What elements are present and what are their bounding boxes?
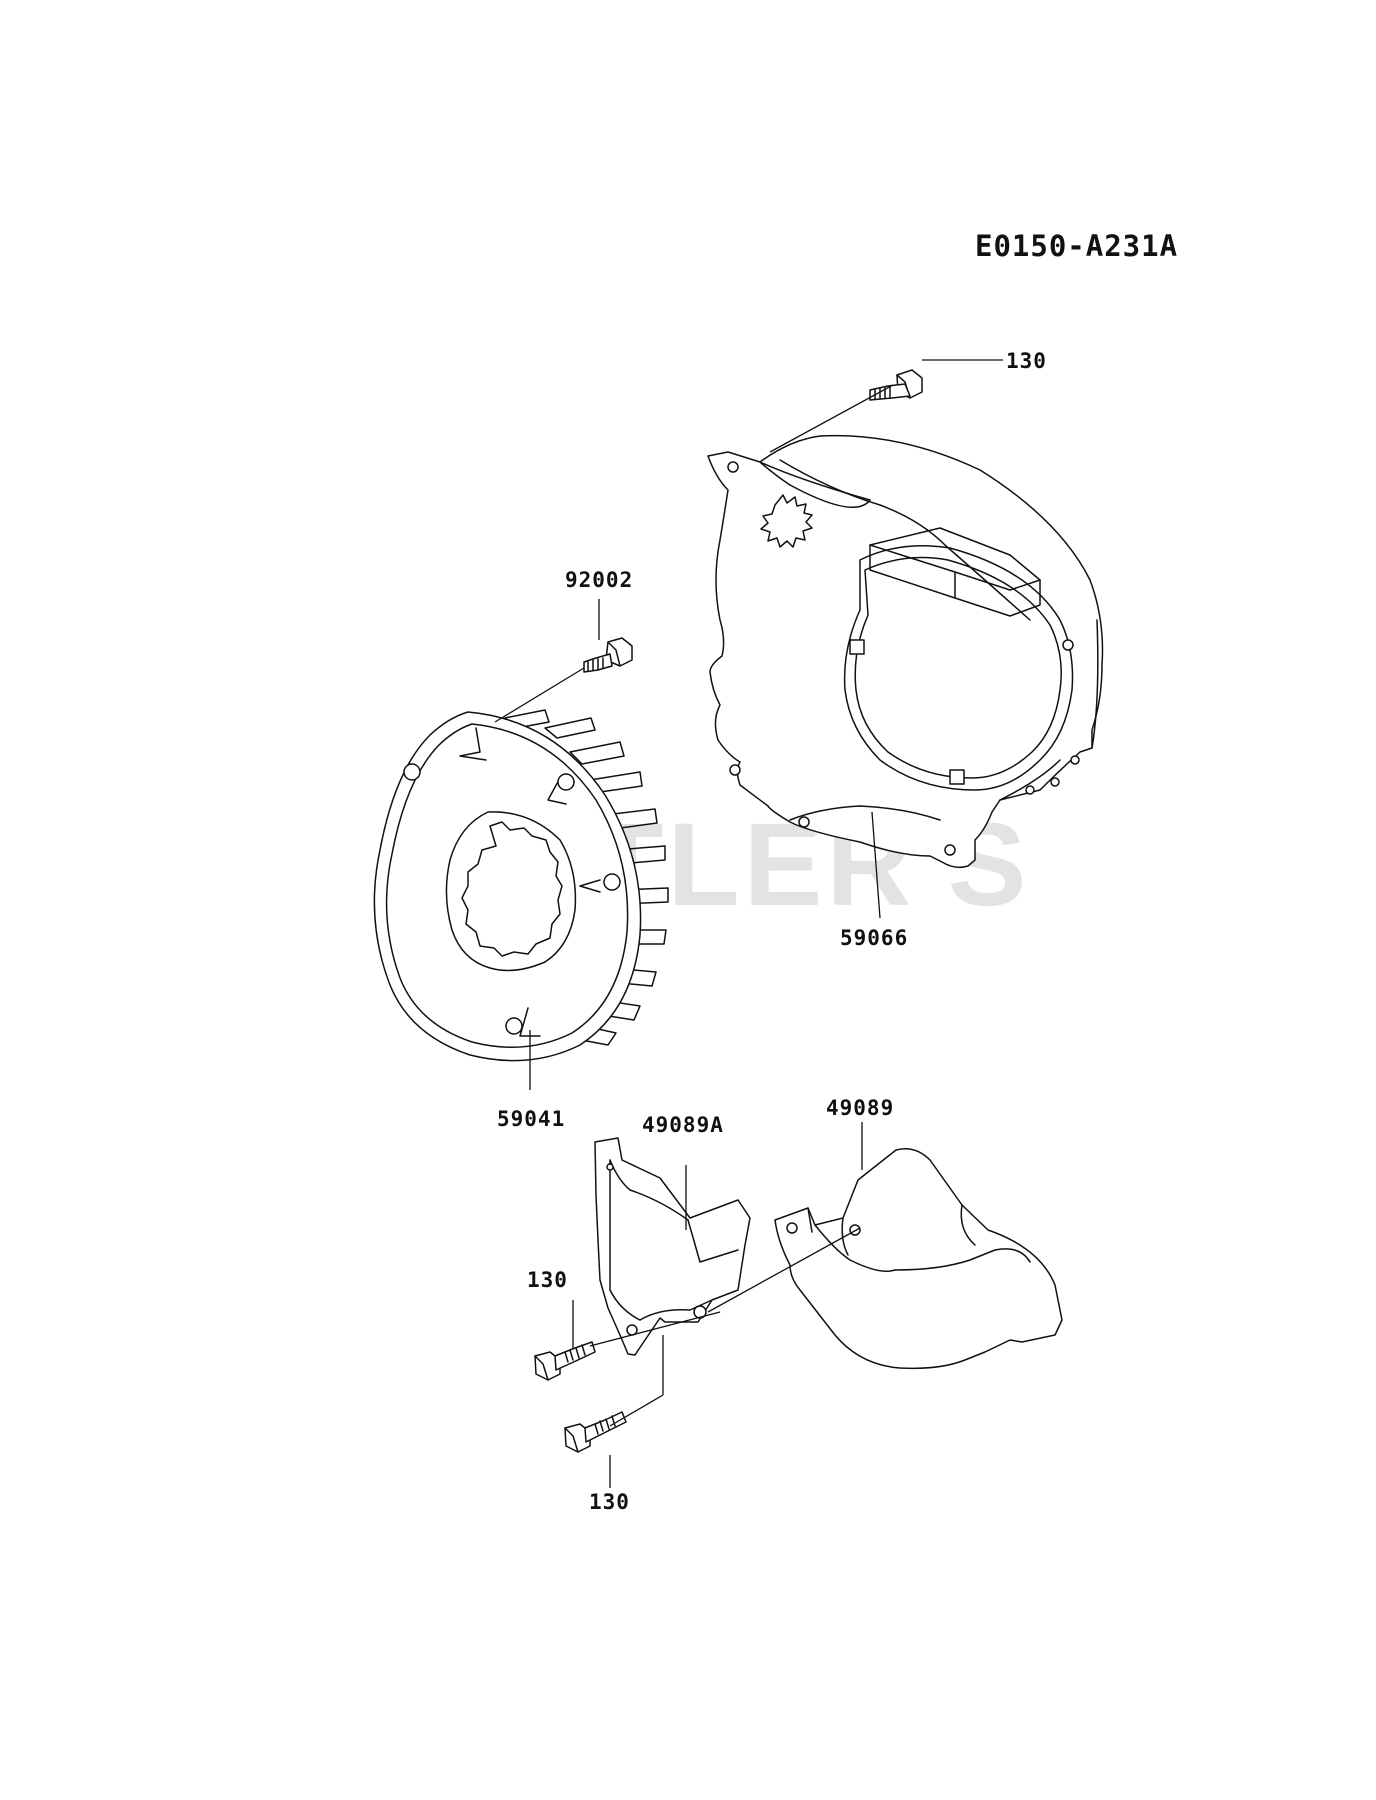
bolt-flywheel-part	[583, 637, 633, 673]
guard-part	[774, 1148, 1063, 1370]
callout-bolt-bottom: 130	[589, 1490, 630, 1514]
callout-bolt-top: 130	[1006, 349, 1047, 373]
callout-fan-housing: 59066	[840, 926, 908, 950]
guard-a-part	[594, 1137, 751, 1356]
leader-lines	[494, 359, 1003, 1488]
callout-guard: 49089	[826, 1096, 894, 1120]
flywheel-fan-part	[373, 709, 669, 1062]
callout-guard-a: 49089A	[642, 1113, 724, 1137]
callout-bolt-left: 130	[527, 1268, 568, 1292]
fan-housing-part	[707, 434, 1104, 869]
callout-flywheel-fan: 59041	[497, 1107, 565, 1131]
diagram-code: E0150-A231A	[975, 229, 1178, 263]
bolt-top-part	[869, 369, 923, 401]
bolt-bottom-part	[564, 1411, 627, 1453]
bolt-left-part	[534, 1341, 596, 1381]
callout-bolt-flywheel: 92002	[565, 568, 633, 592]
